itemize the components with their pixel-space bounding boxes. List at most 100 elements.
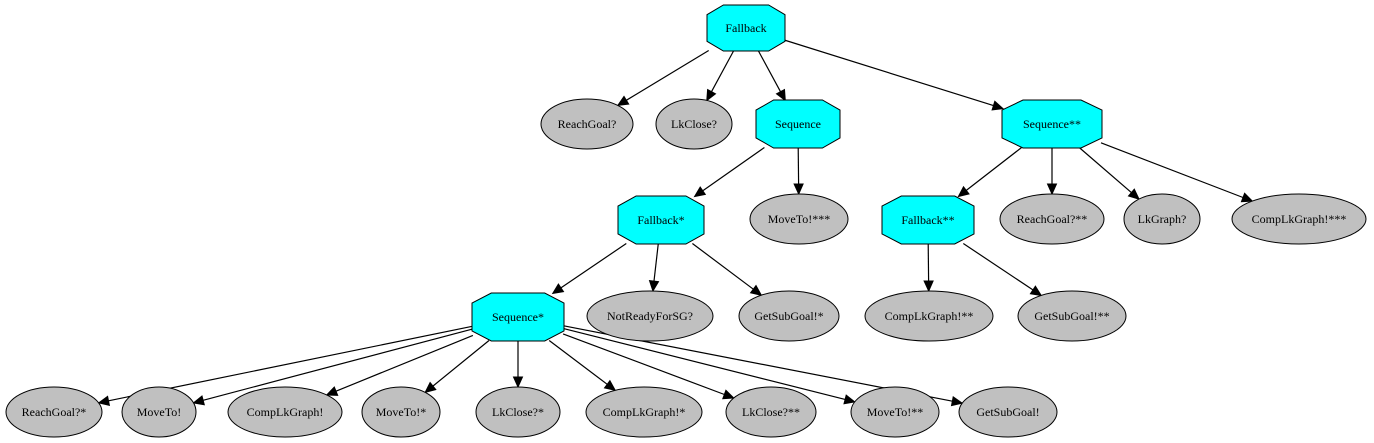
leaf-node-n21: CompLkGraph!* (585, 386, 703, 438)
arrowhead-n11-n20 (512, 376, 524, 389)
edge-n5-n13 (692, 243, 754, 290)
node-label: Fallback** (901, 213, 954, 227)
node-label: GetSubGoal!* (754, 309, 823, 323)
ellipse-shape (1231, 193, 1367, 245)
ellipse-shape (749, 193, 849, 245)
node-label: CompLkGraph!* (603, 405, 686, 419)
arrowhead-n11-n21 (603, 379, 617, 392)
edge-n0-n3 (757, 50, 782, 92)
leaf-node-n23: MoveTo!** (850, 386, 940, 438)
arrowhead-n5-n12 (648, 280, 660, 293)
octagon-shape (617, 195, 705, 245)
node-label: CompLkGraph! (247, 405, 324, 419)
ellipse-shape (586, 290, 714, 342)
arrowhead-n3-n5 (693, 186, 707, 198)
edge-n11-n17 (202, 328, 474, 401)
arrowhead-n5-n11 (551, 283, 565, 295)
arrowhead-n7-n15 (1029, 285, 1043, 297)
node-label: ReachGoal?** (1017, 212, 1088, 226)
octagon-shape (706, 4, 786, 52)
arrowhead-n4-n9 (1127, 188, 1140, 200)
control-node-n11: Sequence* (471, 292, 565, 342)
edge-n3-n5 (702, 147, 765, 192)
ellipse-shape (864, 290, 994, 342)
control-node-n0: Fallback (706, 4, 786, 52)
arrowhead-n11-n18 (325, 386, 339, 396)
node-label: Fallback* (637, 213, 684, 227)
leaf-node-n14: CompLkGraph!** (864, 290, 994, 342)
leaf-node-n2: LkClose? (655, 98, 733, 150)
arrowhead-n0-n3 (775, 88, 786, 102)
leaf-node-n15: GetSubGoal!** (1017, 290, 1127, 342)
edge-n0-n1 (625, 49, 710, 101)
leaf-node-n13: GetSubGoal!* (738, 290, 840, 342)
edge-n0-n2 (710, 50, 735, 92)
node-label: Fallback (725, 21, 766, 35)
arrowhead-n5-n13 (749, 284, 763, 296)
control-node-n3: Sequence (755, 99, 841, 149)
leaf-node-n18: CompLkGraph! (227, 386, 343, 438)
control-node-n4: Sequence** (1001, 99, 1103, 149)
arrowhead-n11-n24 (950, 395, 964, 407)
node-label: LkClose?** (742, 405, 800, 419)
leaf-node-n10: CompLkGraph!*** (1231, 193, 1367, 245)
edge-n11-n18 (335, 334, 474, 392)
arrowhead-n11-n17 (192, 395, 205, 406)
edge-n5-n11 (560, 243, 627, 289)
ellipse-shape (1017, 290, 1127, 342)
node-label: Sequence** (1023, 117, 1081, 131)
node-label: MoveTo! (137, 405, 181, 419)
ellipse-shape (227, 386, 343, 438)
control-node-n7: Fallback** (881, 195, 975, 245)
leaf-node-n24: GetSubGoal! (958, 386, 1058, 438)
ellipse-shape (540, 98, 634, 150)
arrowhead-n0-n1 (616, 95, 630, 107)
leaf-node-n19: MoveTo!* (361, 386, 441, 438)
ellipse-shape (725, 386, 817, 438)
arrowhead-n11-n22 (722, 389, 735, 400)
leaf-node-n8: ReachGoal?** (999, 193, 1105, 245)
arrowhead-n4-n8 (1046, 183, 1058, 196)
tree-edges (97, 39, 1254, 407)
octagon-shape (1001, 99, 1103, 149)
leaf-node-n20: LkClose?* (475, 386, 561, 438)
arrowhead-n7-n14 (923, 280, 934, 293)
ellipse-shape (475, 386, 561, 438)
control-node-n5: Fallback* (617, 195, 705, 245)
ellipse-shape (121, 386, 197, 438)
arrowhead-n11-n19 (424, 381, 437, 394)
ellipse-shape (1123, 193, 1201, 245)
edge-n4-n10 (1100, 142, 1244, 199)
edge-n4-n7 (965, 147, 1022, 191)
ellipse-shape (655, 98, 733, 150)
leaf-node-n22: LkClose?** (725, 386, 817, 438)
node-label: GetSubGoal!** (1034, 309, 1109, 323)
ellipse-shape (999, 193, 1105, 245)
arrowhead-n11-n23 (843, 394, 856, 405)
leaf-node-n6: MoveTo!*** (749, 193, 849, 245)
node-label: MoveTo!** (867, 405, 923, 419)
node-label: ReachGoal? (558, 117, 617, 131)
edge-n0-n4 (784, 39, 994, 107)
node-label: MoveTo!* (376, 405, 426, 419)
node-label: NotReadyForSG? (607, 309, 693, 323)
octagon-shape (881, 195, 975, 245)
node-label: CompLkGraph!*** (1252, 212, 1347, 226)
octagon-shape (471, 292, 565, 342)
arrowhead-n11-n16 (97, 395, 111, 406)
ellipse-shape (958, 386, 1058, 438)
leaf-node-n17: MoveTo! (121, 386, 197, 438)
edge-n5-n12 (653, 243, 659, 282)
node-label: ReachGoal?* (22, 405, 87, 419)
ellipse-shape (585, 386, 703, 438)
node-label: Sequence* (492, 310, 544, 324)
edge-n11-n22 (562, 333, 725, 396)
octagon-shape (755, 99, 841, 149)
ellipse-shape (361, 386, 441, 438)
node-label: MoveTo!*** (768, 212, 830, 226)
ellipse-shape (850, 386, 940, 438)
leaf-node-n16: ReachGoal?* (5, 386, 103, 438)
arrowhead-n4-n7 (957, 185, 970, 198)
